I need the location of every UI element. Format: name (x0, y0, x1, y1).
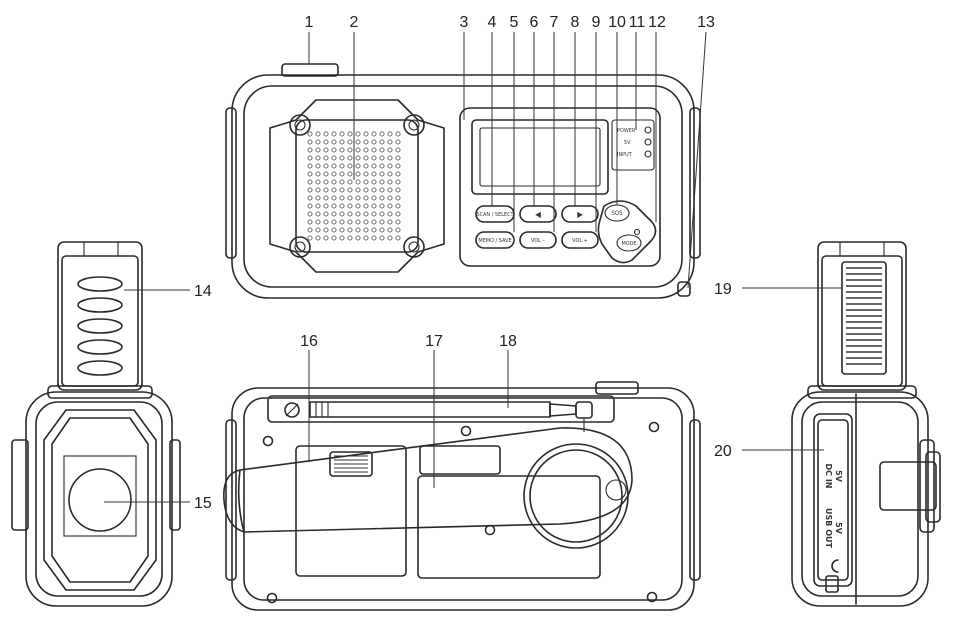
telescopic-antenna (267, 395, 615, 432)
5v-indicator: 5V (624, 138, 652, 146)
flashlight-head (57, 241, 143, 391)
grille-screw (403, 114, 425, 136)
front-body (231, 74, 695, 299)
right-side-view: DC IN 5V USB OUT 5V 19 20 (714, 241, 941, 607)
svg-text:5V: 5V (834, 522, 843, 535)
callout-12: 12 (648, 14, 666, 31)
callout-7: 7 (550, 14, 559, 31)
callout-18: 18 (499, 333, 517, 350)
callout-17: 17 (425, 333, 443, 350)
mode-button[interactable]: MODE (616, 228, 642, 252)
svg-text:▶: ▶ (577, 210, 583, 219)
crank-hub (523, 443, 629, 549)
solar-panel (817, 241, 907, 391)
memo-save-button[interactable]: MEMO / SAVE (475, 231, 515, 249)
callout-3: 3 (460, 14, 469, 31)
sos-button[interactable]: SOS (597, 200, 657, 264)
callout-13: 13 (697, 14, 715, 31)
callout-8: 8 (571, 14, 580, 31)
flashlight-slots (77, 276, 123, 376)
svg-text:SOS: SOS (611, 210, 623, 217)
reading-lamp-frame (43, 409, 157, 591)
callout-16: 16 (300, 333, 318, 350)
control-panel (459, 107, 661, 267)
callout-15: 15 (194, 495, 212, 512)
grille-screw (403, 236, 425, 258)
previous-button[interactable]: ◀ (519, 205, 557, 223)
crank-knob[interactable] (879, 439, 941, 533)
front-view: POWER 5V INPUT SCAN / SELECT ◀ ▶ MEMO / … (225, 14, 715, 299)
left-side-view: 14 15 (11, 241, 212, 607)
callout-1: 1 (305, 14, 314, 31)
svg-text:MODE: MODE (621, 241, 636, 247)
reading-lamp (68, 468, 132, 532)
svg-text:INPUT: INPUT (617, 152, 633, 158)
svg-text:5V: 5V (624, 140, 631, 146)
battery-compartment (295, 445, 407, 577)
svg-text:USB OUT: USB OUT (824, 508, 833, 548)
lcd-display (471, 119, 609, 195)
callout-6: 6 (530, 14, 539, 31)
back-view: 16 17 18 (223, 333, 701, 611)
front-top-knob (281, 63, 339, 77)
callout-11: 11 (629, 14, 646, 31)
svg-text:VOL –: VOL – (531, 238, 546, 244)
power-indicator: POWER (617, 126, 652, 134)
svg-text:◀: ◀ (535, 210, 541, 219)
scan-select-button[interactable]: SCAN / SELECT (475, 205, 515, 223)
callout-19: 19 (714, 281, 732, 298)
speaker-grille (269, 99, 445, 273)
left-side-body (25, 391, 173, 607)
callout-20: 20 (714, 443, 732, 460)
callout-4: 4 (488, 14, 497, 31)
svg-text:POWER: POWER (617, 128, 636, 134)
next-button[interactable]: ▶ (561, 205, 599, 223)
callout-10: 10 (608, 14, 626, 31)
input-indicator: INPUT (617, 150, 652, 158)
side-jack (677, 281, 691, 297)
callout-9: 9 (592, 14, 601, 31)
front-left-bumper (225, 107, 237, 259)
port-cover[interactable] (813, 413, 853, 587)
svg-text:5V: 5V (834, 470, 843, 483)
usb-out-port: USB OUT 5V (824, 508, 843, 548)
callout-14: 14 (194, 283, 212, 300)
indicator-panel (611, 119, 655, 171)
volume-up-button[interactable]: VOL + (561, 231, 599, 249)
callout-2: 2 (350, 14, 359, 31)
grille-screw (289, 236, 311, 258)
hand-crank[interactable] (237, 427, 633, 533)
grille-screw (289, 114, 311, 136)
right-side-body (791, 391, 929, 607)
solar-cells (846, 267, 882, 365)
volume-down-button[interactable]: VOL – (519, 231, 557, 249)
back-body (231, 387, 695, 611)
svg-text:SCAN / SELECT: SCAN / SELECT (476, 212, 514, 218)
svg-text:VOL +: VOL + (572, 238, 588, 244)
headphone-jack-icon (831, 559, 839, 573)
speaker-holes (307, 131, 401, 241)
front-right-bumper (689, 107, 701, 259)
svg-text:MEMO / SAVE: MEMO / SAVE (478, 238, 511, 244)
callout-5: 5 (510, 14, 519, 31)
dc-in-port: DC IN 5V (824, 464, 843, 489)
svg-text:DC IN: DC IN (824, 464, 833, 489)
